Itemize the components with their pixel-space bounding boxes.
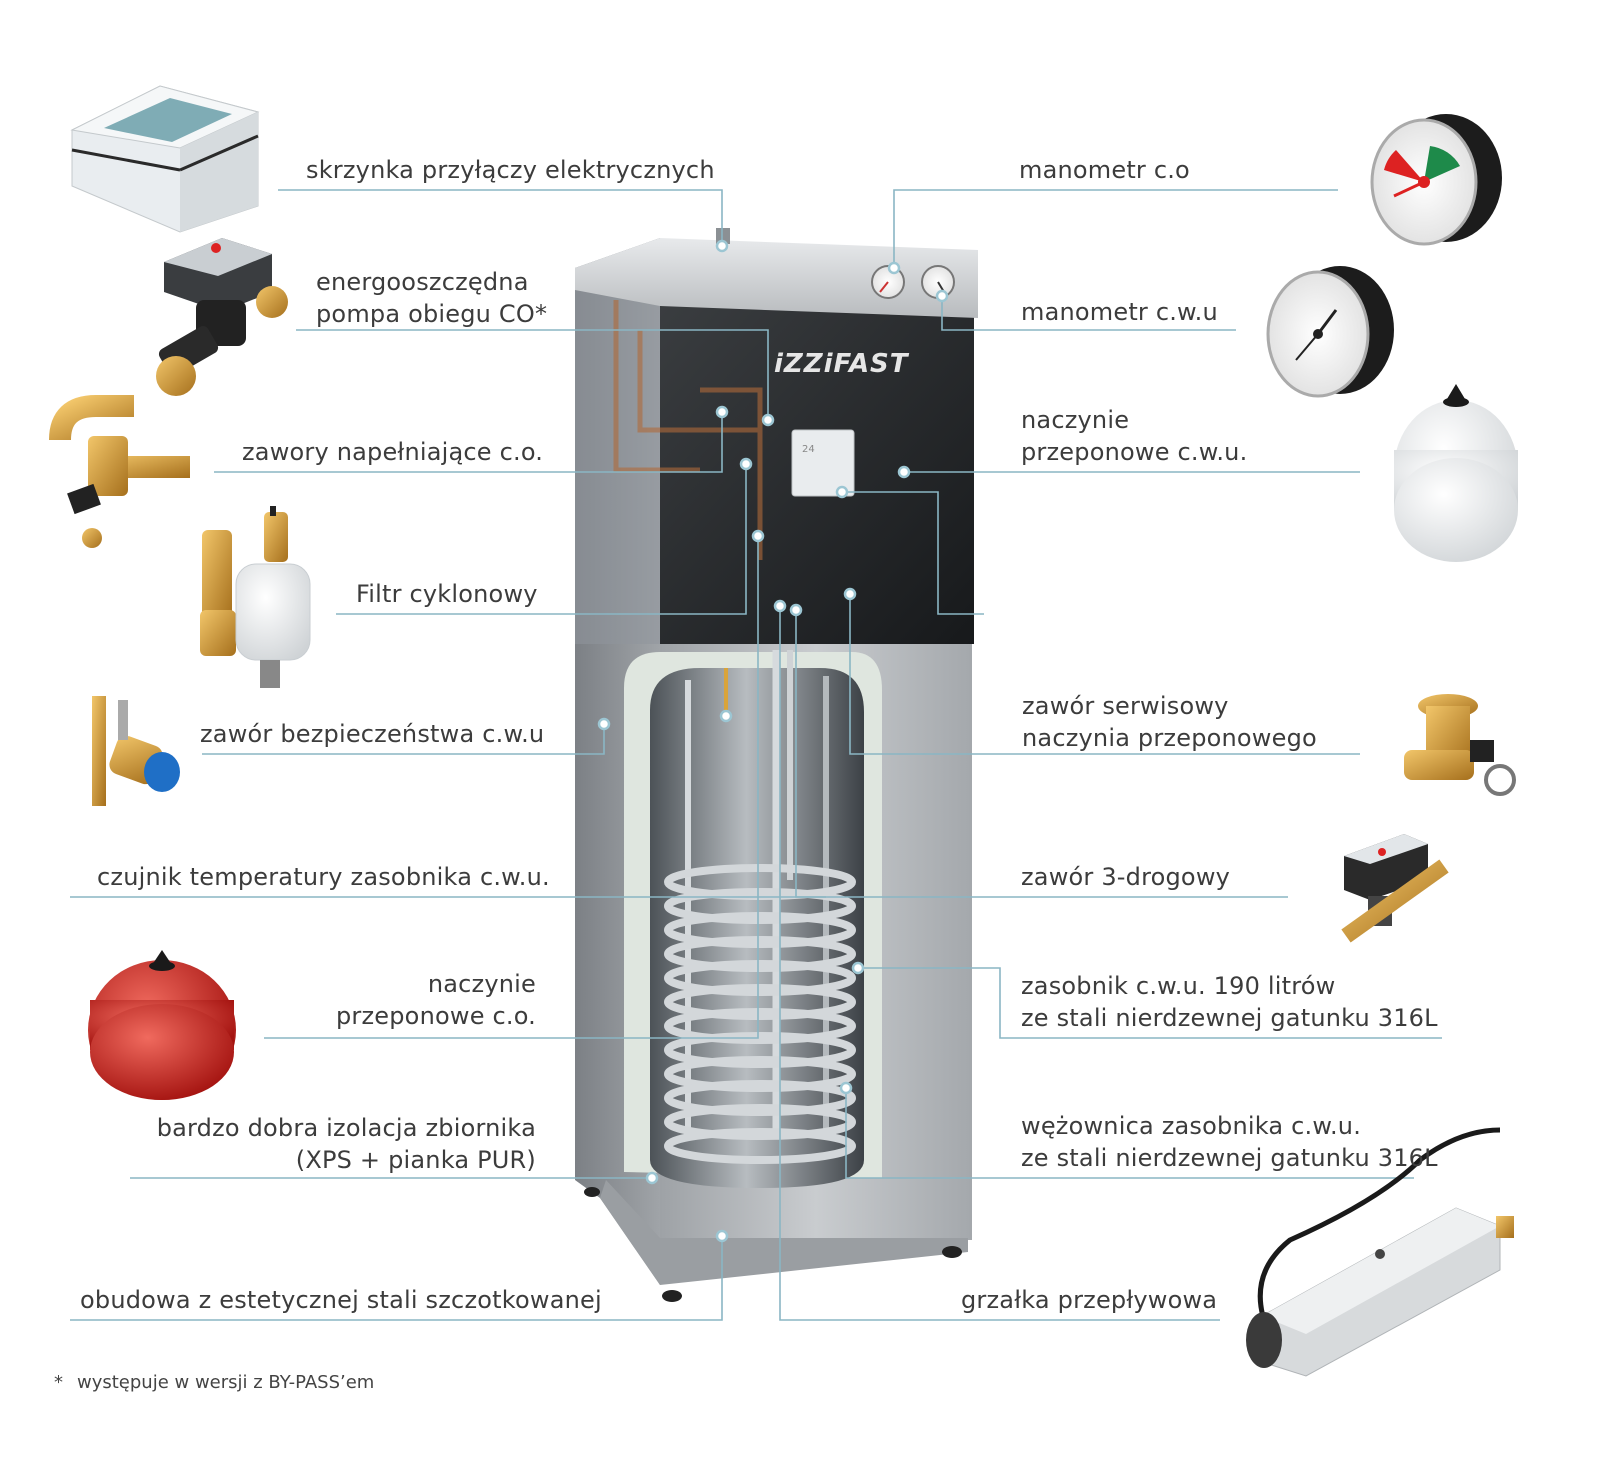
three-way-valve-icon [1341, 834, 1449, 943]
cabinet-top [575, 238, 978, 318]
heat-pump-cabinet: iZZiFAST 24 [575, 228, 978, 1302]
label-manometer-co: manometr c.o [1019, 156, 1190, 184]
brand-logo: iZZiFAST [774, 349, 910, 379]
footnote-text: występuje w wersji z BY-PASS’em [77, 1372, 375, 1393]
label-cwu-vessel-line2: przeponowe c.w.u. [1021, 438, 1248, 466]
label-co-vessel-line2: przeponowe c.o. [335, 1002, 536, 1030]
label-temperature-sensor: czujnik temperatury zasobnika c.w.u. [97, 863, 550, 891]
service-valve-icon [1404, 694, 1516, 796]
label-storage-tank: zasobnik c.w.u. 190 litrów ze stali nier… [1021, 970, 1438, 1034]
label-steel-casing: obudowa z estetycznej stali szczotkowane… [80, 1286, 602, 1314]
cabinet-plinth [600, 1180, 968, 1285]
label-service-valve: zawór serwisowy naczynia przeponowego [1022, 690, 1317, 754]
label-co-expansion-vessel: naczynie przeponowe c.o. [336, 968, 536, 1032]
cyclone-filter-icon [200, 506, 311, 688]
safety-valve-icon [92, 696, 180, 806]
label-coil-line2: ze stali nierdzewnej gatunku 316L [1021, 1144, 1438, 1172]
footnote-marker: * [54, 1372, 63, 1393]
label-coil-line1: wężownica zasobnika c.w.u. [1021, 1112, 1362, 1140]
label-insulation-line2: (XPS + pianka PUR) [295, 1146, 536, 1174]
label-manometer-cwu: manometr c.w.u [1021, 298, 1218, 326]
callout-dots [597, 239, 949, 1243]
controller-panel[interactable] [791, 429, 855, 497]
controller-display-value: 24 [802, 444, 815, 455]
label-filling-valves: zawory napełniające c.o. [242, 438, 544, 466]
white-expansion-vessel-icon [1394, 384, 1518, 562]
circulation-pump-icon [156, 238, 288, 396]
label-cwu-vessel-line1: naczynie [1021, 406, 1130, 434]
label-flow-heater: grzałka przepływowa [961, 1286, 1218, 1314]
label-tank-insulation: bardzo dobra izolacja zbiornika (XPS + p… [157, 1112, 536, 1176]
flow-heater-icon [1246, 1127, 1514, 1377]
label-pump-line1: energooszczędna [316, 268, 529, 296]
leader-lines [70, 189, 1442, 1321]
label-pump-line2: pompa obiegu CO* [316, 300, 548, 328]
pressure-gauge-icon [1266, 266, 1394, 398]
label-electrical-box: skrzynka przyłączy elektrycznych [306, 156, 715, 184]
label-tank-line1: zasobnik c.w.u. 190 litrów [1021, 972, 1336, 1000]
label-tank-line2: ze stali nierdzewnej gatunku 316L [1021, 1004, 1438, 1032]
label-cyclone-filter: Filtr cyklonowy [356, 580, 538, 608]
label-co-vessel-line1: naczynie [427, 970, 536, 998]
pressure-gauge-icon [1370, 114, 1502, 246]
label-service-valve-line1: zawór serwisowy [1022, 692, 1229, 720]
label-insulation-line1: bardzo dobra izolacja zbiornika [156, 1114, 536, 1142]
footnote: * występuje w wersji z BY-PASS’em [54, 1372, 374, 1393]
heat-exchanger-coil [664, 864, 856, 1164]
label-energy-saving-pump: energooszczędna pompa obiegu CO* [316, 266, 547, 330]
label-three-way-valve: zawór 3-drogowy [1021, 863, 1231, 891]
label-service-valve-line2: naczynia przeponowego [1022, 724, 1317, 752]
filling-valves-icon [49, 395, 190, 548]
label-cwu-expansion-vessel: naczynie przeponowe c.w.u. [1021, 404, 1247, 468]
label-safety-valve: zawór bezpieczeństwa c.w.u [200, 720, 545, 748]
label-heat-exchanger-coil: wężownica zasobnika c.w.u. ze stali nier… [1021, 1110, 1438, 1174]
electrical-box-icon [70, 85, 260, 233]
red-expansion-vessel-icon [88, 950, 236, 1100]
